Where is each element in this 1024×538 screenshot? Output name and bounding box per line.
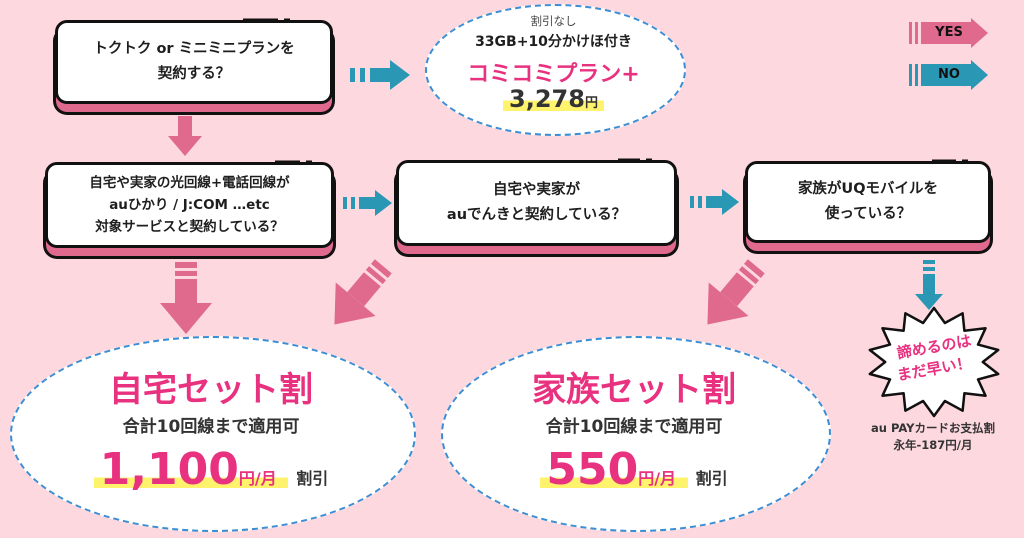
question-family-line1: 家族がUQモバイルを (797, 181, 939, 197)
legend-yes-label: YES (935, 25, 963, 40)
question-family-box: 家族がUQモバイルを 使っている？ (745, 161, 991, 243)
family-set-amount-highlight: 550円/月 (540, 444, 688, 495)
comikomi-price-unit: 円 (584, 96, 598, 111)
question-plan-line2: 契約する？ (157, 66, 231, 82)
comikomi-price-highlight: 3,278円 (503, 85, 604, 113)
question-hikari-box: 自宅や実家の光回線+電話回線が auひかり / J:COM …etc 対象サービ… (45, 162, 334, 248)
no-arrow-q3-to-q4 (690, 189, 739, 215)
card-discount-line1: au PAYカードお支払割 (871, 421, 995, 435)
question-plan-line1: トクトク or ミニミニプランを (93, 41, 295, 57)
family-set-unit: 円/月 (638, 469, 677, 488)
legend-no: NO (909, 60, 988, 90)
home-set-subtitle: 合計10回線まで適用可 (122, 417, 300, 437)
family-set-amount: 550 (546, 444, 639, 495)
comikomi-plan-result (425, 4, 686, 136)
question-hikari-line1: 自宅や実家の光回線+電話回線が (89, 175, 290, 191)
question-hikari-line3: 対象サービスと契約している？ (95, 219, 284, 235)
home-set-suffix: 割引 (296, 469, 329, 488)
no-arrow-q4-to-burst (915, 260, 943, 310)
legend-no-label: NO (938, 67, 960, 82)
question-denki-line1: 自宅や実家が (493, 182, 580, 198)
question-plan-box: トクトク or ミニミニプランを 契約する？ (55, 20, 333, 104)
home-set-title: 自宅セット割 (109, 370, 313, 410)
family-set-discount-result (441, 336, 831, 532)
family-set-subtitle: 合計10回線まで適用可 (545, 417, 723, 437)
question-family-line2: 使っている？ (824, 206, 912, 222)
yes-arrow-q1-to-q2 (168, 116, 202, 156)
yes-arrow-q4-to-family (707, 259, 765, 325)
comikomi-plan-name: コミコミプラン+ (467, 62, 640, 87)
comikomi-subtitle: 33GB+10分かけほ付き (475, 34, 632, 50)
family-set-amount-row: 550円/月 割引 (441, 444, 827, 495)
question-denki-box: 自宅や実家が auでんきと契約している？ (396, 160, 677, 246)
burst-badge (868, 306, 1000, 418)
family-set-suffix: 割引 (695, 469, 728, 488)
question-denki-line2: auでんきと契約している？ (446, 207, 627, 223)
yes-arrow-q3-to-home (334, 259, 392, 325)
home-set-unit: 円/月 (238, 469, 277, 488)
question-hikari-line2: auひかり / J:COM …etc (109, 197, 270, 213)
home-set-amount-row: 1,100円/月 割引 (10, 444, 412, 495)
no-arrow-q2-to-q3 (343, 190, 392, 216)
comikomi-price-wrap: 3,278円 (425, 85, 682, 113)
family-set-title: 家族セット割 (532, 370, 736, 410)
yes-arrow-q2-to-home (160, 262, 212, 334)
no-arrow-q1-to-comi (350, 60, 410, 90)
legend-yes: YES (909, 18, 988, 48)
card-discount-line2: 永年-187円/月 (893, 438, 973, 452)
comikomi-price: 3,278 (509, 85, 585, 113)
home-set-amount-highlight: 1,100円/月 (93, 444, 289, 495)
home-set-amount: 1,100 (99, 444, 239, 495)
comikomi-note: 割引なし (530, 14, 577, 28)
home-set-discount-result (10, 336, 416, 532)
